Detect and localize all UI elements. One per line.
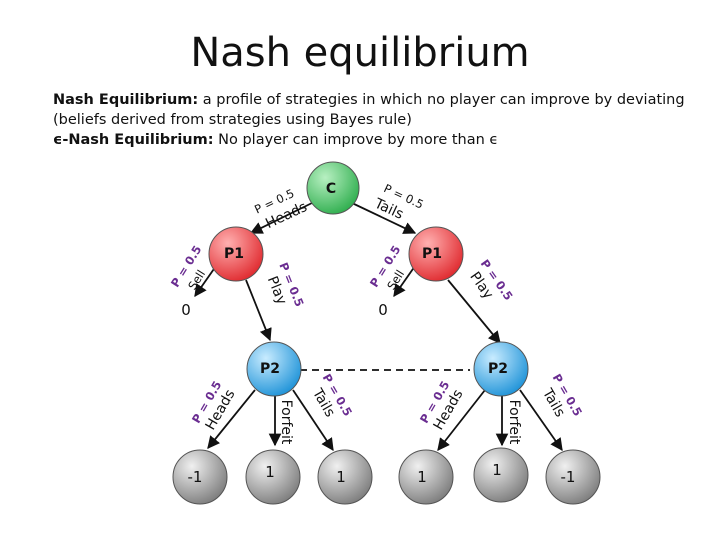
leaf-payoff: 1	[417, 468, 427, 486]
leaf-payoff: -1	[188, 468, 203, 486]
edge-p2r-tails	[519, 389, 563, 452]
leaf-payoff: 1	[492, 461, 502, 479]
nash-term: Nash Equilibrium:	[53, 92, 199, 108]
leaf-payoff: 1	[265, 463, 275, 481]
leaf-node: 1	[398, 449, 454, 505]
p2-right-label: P2	[488, 361, 508, 377]
leaf-payoff: -1	[561, 468, 576, 486]
leaf-node: 1	[473, 447, 529, 503]
epsilon-term: ϵ-Nash Equilibrium:	[53, 132, 214, 148]
edge-p2l-heads	[207, 389, 256, 449]
p1-right-label: P1	[422, 246, 442, 262]
edge-p2r-heads	[437, 389, 486, 451]
leaf-payoff: 1	[336, 468, 346, 486]
epsilon-text: No player can improve by more than ϵ	[213, 132, 499, 148]
leaf-node: 1	[245, 449, 301, 505]
p2-left-node: P2	[246, 341, 302, 397]
p2-left-label: P2	[260, 361, 280, 377]
definitions: Nash Equilibrium: a profile of strategie…	[53, 90, 713, 150]
p1-left-label: P1	[224, 246, 244, 262]
edge-sell-left	[194, 265, 217, 298]
p2r-forfeit-label: Forfeit	[506, 400, 522, 445]
p1-right-node: P1	[408, 226, 464, 282]
edge-tails	[351, 202, 417, 234]
sell-right-payoff: 0	[378, 301, 388, 319]
nash-definition: Nash Equilibrium: a profile of strategie…	[53, 90, 713, 110]
edge-sell-right	[393, 265, 416, 298]
nash-text: a profile of strategies in which no play…	[198, 92, 685, 108]
page-title: Nash equilibrium	[190, 30, 530, 76]
p2-right-node: P2	[473, 341, 529, 397]
p2l-forfeit-label: Forfeit	[278, 400, 294, 445]
edge-play-right	[447, 279, 501, 344]
epsilon-definition: ϵ-Nash Equilibrium: No player can improv…	[53, 130, 713, 150]
leaf-node: -1	[172, 449, 228, 505]
nash-definition-note: (beliefs derived from strategies using B…	[53, 112, 412, 128]
edge-play-left	[245, 279, 272, 342]
edge-p2l-tails	[292, 389, 334, 452]
chance-node: C	[306, 161, 360, 215]
p1-left-node: P1	[208, 226, 264, 282]
edge-heads	[249, 202, 313, 234]
chance-node-label: C	[326, 181, 336, 197]
leaf-node: -1	[545, 449, 601, 505]
sell-left-payoff: 0	[181, 301, 191, 319]
leaf-node: 1	[317, 449, 373, 505]
